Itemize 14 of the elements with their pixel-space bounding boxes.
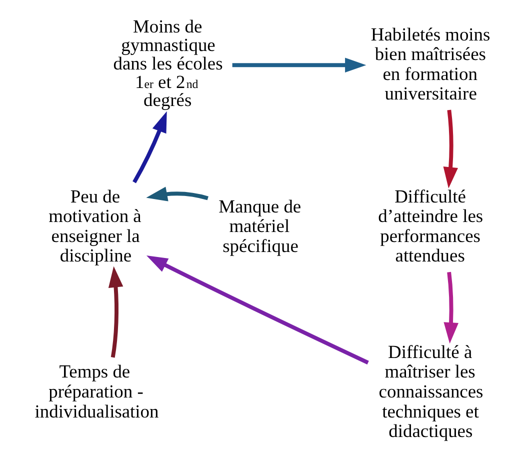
- node-text: Temps de préparation - individualisation: [34, 362, 158, 422]
- arrow: [442, 110, 458, 188]
- node-text: Manque de matériel spécifique: [218, 196, 301, 256]
- arrow: [108, 266, 123, 358]
- arrow: [146, 186, 208, 202]
- arrow: [146, 256, 368, 364]
- node-text: Peu de motivation à enseigner la discipline: [48, 186, 141, 266]
- node-text: Difficulté d’atteindre les performances attendues: [378, 186, 483, 266]
- arrow: [232, 58, 366, 72]
- node-text: Difficulté à maîtriser les connaissances techniques et didactiques: [378, 342, 483, 442]
- arrow: [443, 272, 458, 344]
- node-text: Habiletés moins bien maîtrisées en formation universitaire: [370, 24, 490, 104]
- node-text: Moins de gymnastique dans les écoles 1er et 2nd degrés: [112, 16, 222, 110]
- arrow: [132, 111, 166, 184]
